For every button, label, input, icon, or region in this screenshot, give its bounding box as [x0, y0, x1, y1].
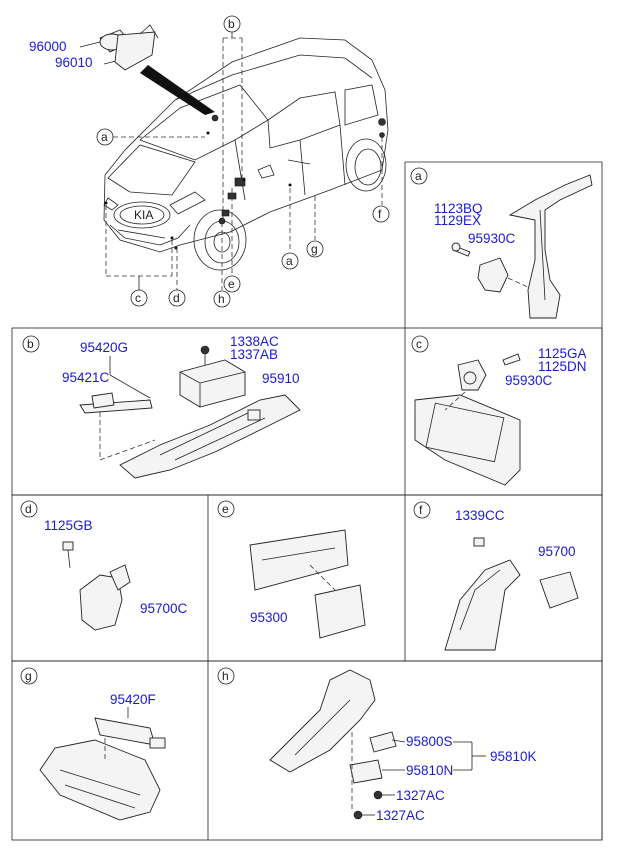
- callout-e-main: e: [223, 275, 241, 293]
- callout-f-main: f: [372, 205, 390, 223]
- svg-text:h: h: [222, 669, 229, 683]
- part-1327ac-1-label: 1327AC: [396, 788, 445, 803]
- panel-c: c: [411, 335, 521, 486]
- key-fob: [99, 24, 159, 71]
- svg-text:h: h: [218, 292, 225, 306]
- panel-h: h: [217, 667, 486, 820]
- callout-a-main: a: [96, 128, 114, 146]
- part-1125ga-label: 1125GA: [538, 346, 587, 361]
- svg-text:e: e: [228, 277, 235, 291]
- part-95910-label: 95910: [262, 371, 300, 386]
- part-95300-label: 95300: [250, 610, 288, 625]
- callout-leaders: [79, 32, 383, 290]
- part-95930c-c-label: 95930C: [505, 373, 553, 388]
- svg-text:d: d: [25, 502, 32, 516]
- part-1327ac-2-label: 1327AC: [376, 808, 425, 823]
- callout-g-main: g: [306, 240, 324, 258]
- part-96000-label: 96000: [29, 39, 67, 54]
- callout-a-main-2: a: [281, 252, 299, 270]
- part-95420g-label: 95420G: [80, 340, 128, 355]
- part-1125dn-label: 1125DN: [538, 359, 587, 374]
- svg-text:g: g: [311, 242, 318, 256]
- svg-text:KIA: KIA: [134, 208, 153, 222]
- part-95421c-label: 95421C: [62, 370, 110, 385]
- callout-c-main: c: [130, 289, 148, 307]
- part-1339cc-label: 1339CC: [455, 508, 505, 523]
- svg-text:f: f: [419, 503, 423, 517]
- panel-g: g: [20, 667, 166, 821]
- svg-text:c: c: [416, 337, 422, 351]
- part-1125gb-label: 1125GB: [44, 518, 93, 533]
- callout-d-main: d: [168, 289, 186, 307]
- panel-d: d: [20, 500, 131, 631]
- callout-h-main: h: [213, 290, 231, 308]
- part-96010-label: 96010: [55, 55, 93, 70]
- svg-text:a: a: [286, 254, 293, 268]
- panel-b: b: [22, 335, 301, 479]
- part-95810n-label: 95810N: [406, 763, 453, 778]
- vehicle-overview: KIA: [103, 37, 389, 271]
- part-1123bq-label: 1123BQ: [434, 201, 483, 216]
- panel-borders: [11, 161, 603, 841]
- part-95420f-label: 95420F: [110, 692, 156, 707]
- panel-f: f: [413, 501, 579, 651]
- part-95930c-a-label: 95930C: [468, 231, 516, 246]
- part-95700-label: 95700: [538, 544, 576, 559]
- svg-text:d: d: [173, 291, 180, 305]
- svg-text:c: c: [135, 291, 141, 305]
- part-1129ex-label: 1129EX: [434, 213, 481, 228]
- part-1338ac-label: 1338AC: [230, 334, 279, 349]
- svg-text:a: a: [415, 169, 422, 183]
- svg-text:g: g: [25, 669, 32, 683]
- callout-b-main: b: [223, 15, 241, 33]
- panel-a: a: [410, 167, 593, 319]
- svg-text:b: b: [228, 17, 235, 31]
- part-95810k-label: 95810K: [490, 749, 537, 764]
- svg-text:e: e: [222, 502, 229, 516]
- svg-text:b: b: [27, 337, 34, 351]
- part-95700c-label: 95700C: [140, 601, 188, 616]
- part-1337ab-label: 1337AB: [230, 347, 278, 362]
- part-95800s-label: 95800S: [406, 734, 453, 749]
- svg-text:a: a: [101, 130, 108, 144]
- panel-e: e: [217, 500, 366, 639]
- svg-text:f: f: [378, 207, 382, 221]
